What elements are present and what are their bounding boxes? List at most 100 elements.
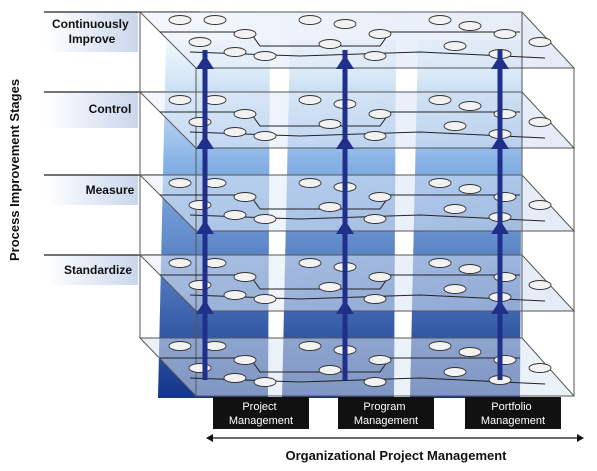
process-node: [363, 377, 387, 387]
process-node: [223, 373, 247, 383]
process-node: [223, 290, 247, 300]
domain-box-project: [213, 397, 309, 429]
process-node: [318, 282, 342, 292]
process-node: [318, 119, 342, 129]
x-axis-left-arrowhead: [206, 434, 213, 442]
process-node: [528, 200, 552, 210]
arrow-head: [491, 220, 509, 234]
process-node: [443, 41, 467, 51]
process-node: [363, 51, 387, 61]
improvement-arrow: [336, 50, 354, 380]
arrow-head: [491, 55, 509, 69]
process-node: [188, 363, 212, 373]
arrow-head: [196, 55, 214, 69]
process-node: [458, 264, 482, 274]
y-axis-title: Process Improvement Stages: [7, 79, 22, 261]
x-axis-title: Organizational Project Management: [285, 448, 507, 463]
process-node: [168, 258, 192, 268]
stage-box-control: [46, 92, 138, 128]
arrow-shaft: [342, 50, 348, 380]
process-node: [493, 192, 517, 202]
process-node: [493, 355, 517, 365]
arrow-head: [336, 55, 354, 69]
domain-labels: Project Management Program Management Po…: [213, 397, 561, 429]
stage-box-measure: [46, 175, 138, 205]
stage-label-standardize: Standardize: [64, 263, 132, 277]
arrow-head: [491, 300, 509, 314]
process-node: [188, 200, 212, 210]
stage-labels: Continuously Improve Control Measure Sta…: [52, 17, 135, 277]
process-node: [168, 95, 192, 105]
improvement-arrow: [196, 50, 214, 380]
process-node: [223, 47, 247, 57]
x-axis-line: [206, 434, 584, 442]
process-node: [298, 341, 322, 351]
process-node: [298, 178, 322, 188]
process-node: [368, 355, 392, 365]
domain-box-portfolio: [465, 397, 561, 429]
process-node: [368, 29, 392, 39]
process-node: [363, 131, 387, 141]
process-node: [528, 117, 552, 127]
process-node: [168, 341, 192, 351]
process-node: [363, 294, 387, 304]
domain-label-program: Program Management: [354, 401, 418, 427]
process-node: [318, 39, 342, 49]
domain-label-portfolio: Portfolio Management: [481, 401, 545, 427]
arrow-head: [336, 220, 354, 234]
process-node: [458, 21, 482, 31]
process-node: [168, 178, 192, 188]
process-node: [298, 95, 322, 105]
process-node: [493, 29, 517, 39]
arrow-head: [196, 220, 214, 234]
domain-box-program: [338, 397, 434, 429]
process-node: [188, 117, 212, 127]
process-node: [368, 272, 392, 282]
arrow-shaft: [202, 50, 208, 380]
process-node: [233, 109, 257, 119]
stage-label-continuously-improve: Continuously Improve: [52, 17, 132, 46]
x-axis-right-arrowhead: [577, 434, 584, 442]
process-node: [428, 178, 452, 188]
process-node: [458, 347, 482, 357]
process-node: [223, 127, 247, 137]
process-node: [253, 131, 277, 141]
process-node: [363, 214, 387, 224]
arrow-head: [336, 135, 354, 149]
process-node: [298, 15, 322, 25]
domain-label-project: Project Management: [229, 401, 293, 427]
process-node: [528, 363, 552, 373]
process-node: [458, 101, 482, 111]
process-node: [318, 202, 342, 212]
arrow-shaft: [497, 50, 503, 380]
arrow-head: [336, 300, 354, 314]
process-node: [493, 272, 517, 282]
process-node: [318, 365, 342, 375]
process-node: [233, 192, 257, 202]
process-node: [188, 280, 212, 290]
process-node: [428, 95, 452, 105]
process-node: [203, 15, 227, 25]
process-node: [443, 284, 467, 294]
process-node: [168, 15, 192, 25]
arrow-head: [491, 135, 509, 149]
process-node: [443, 367, 467, 377]
process-node: [223, 210, 247, 220]
process-node: [368, 109, 392, 119]
process-node: [233, 272, 257, 282]
stage-box-continuously-improve: [46, 12, 138, 52]
process-node: [233, 29, 257, 39]
stage-label-measure: Measure: [86, 183, 135, 197]
process-node: [253, 214, 277, 224]
process-node: [458, 184, 482, 194]
stage-label-boxes: [46, 12, 138, 285]
plane-node-network: [160, 15, 552, 61]
arrow-head: [196, 135, 214, 149]
process-node: [298, 258, 322, 268]
improvement-arrows: [196, 50, 509, 380]
stage-box-standardize: [46, 255, 138, 285]
arrow-head: [196, 300, 214, 314]
process-node: [428, 341, 452, 351]
stage-label-control: Control: [89, 102, 132, 116]
